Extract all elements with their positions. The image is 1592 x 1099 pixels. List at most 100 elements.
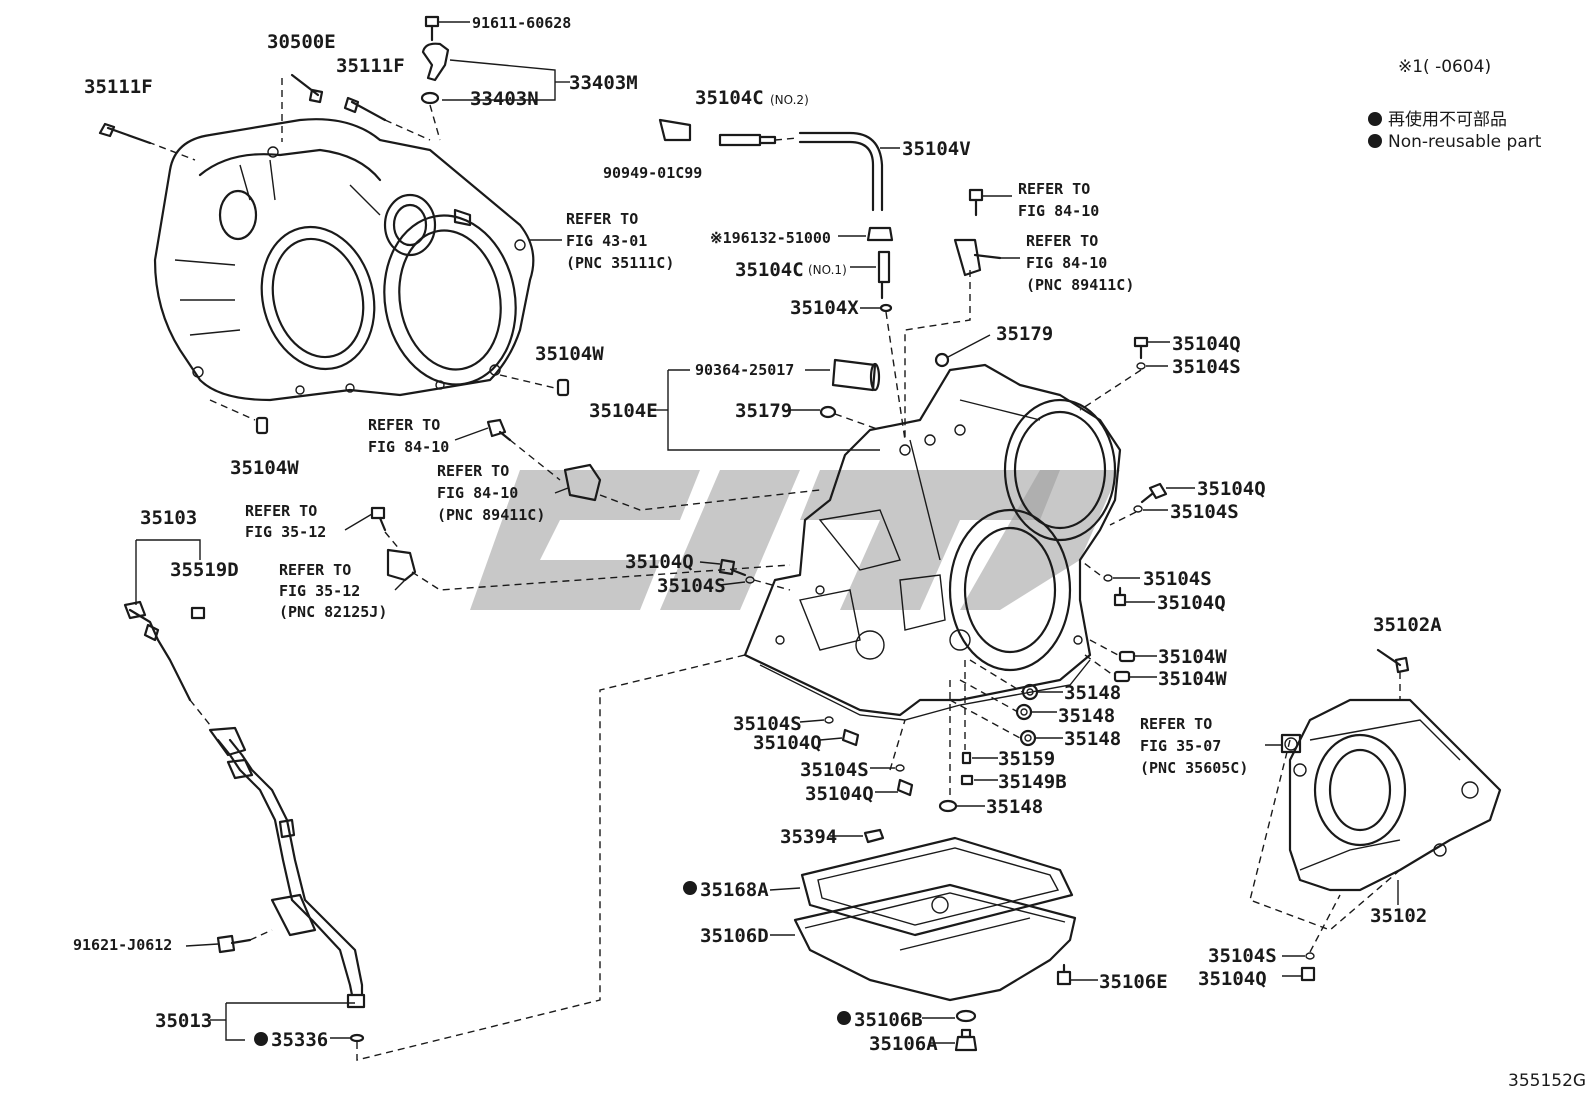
- label-35104S-g: 35104S: [1208, 945, 1277, 967]
- bolt-35102A: [1376, 648, 1410, 674]
- oring-33403N: [420, 91, 440, 105]
- label-35104Q-e: 35104Q: [753, 732, 822, 754]
- refer-35-12-b-line1: REFER TO: [279, 561, 351, 579]
- refer-35-07-line1: REFER TO: [1140, 715, 1212, 733]
- transaxle-housing: [153, 118, 535, 402]
- oring-35336: [349, 1033, 365, 1043]
- label-35394: 35394: [780, 826, 837, 848]
- label-35104S-b: 35104S: [1170, 501, 1239, 523]
- bracket-35102: [1288, 698, 1502, 892]
- legend-bullet-en: [1368, 134, 1382, 148]
- label-30500E: 30500E: [267, 31, 336, 53]
- note-top: ※1( -0604): [1398, 57, 1491, 77]
- label-33403M: 33403M: [569, 72, 638, 94]
- legend-bullet-ja: [1368, 112, 1382, 126]
- refer-35-12-b-line2: FIG 35-12: [279, 582, 360, 600]
- label-35111F-a: 35111F: [84, 76, 153, 98]
- non-reusable-marker-35106B: [837, 1011, 851, 1025]
- refer-84-10-d-line3: (PNC 89411C): [437, 506, 545, 524]
- label-90364-25017: 90364-25017: [695, 361, 794, 379]
- label-35102: 35102: [1370, 905, 1427, 927]
- label-35104S-e: 35104S: [733, 713, 802, 735]
- label-35104C-no1: 35104C: [735, 259, 804, 281]
- clamp-196132: [866, 226, 894, 242]
- label-35336: 35336: [271, 1029, 328, 1051]
- refer-84-10-b-line1: REFER TO: [1026, 232, 1098, 250]
- label-35106A: 35106A: [869, 1033, 938, 1055]
- refer-35-07-line2: FIG 35-07: [1140, 737, 1221, 755]
- oring-35104X: [879, 303, 893, 313]
- plug-35179-b: [819, 405, 837, 419]
- bolt-refer-84-10: [968, 188, 984, 217]
- bolt-35111F-a: [98, 122, 152, 145]
- label-no2: (NO.2): [770, 93, 809, 107]
- label-196132-51000: ※196132-51000: [710, 229, 831, 247]
- label-35104S-f: 35104S: [800, 759, 869, 781]
- bolt-35106E: [1056, 963, 1072, 986]
- label-35519D: 35519D: [170, 559, 239, 581]
- label-35104Q-b: 35104Q: [1197, 478, 1266, 500]
- drain-plug-35106A: [954, 1028, 978, 1052]
- refer-35-12-b-line3: (PNC 82125J): [279, 603, 387, 621]
- label-35111F-b: 35111F: [336, 55, 405, 77]
- bolt-30500E: [290, 73, 324, 104]
- label-35104Q-d: 35104Q: [1157, 592, 1226, 614]
- label-35106D: 35106D: [700, 925, 769, 947]
- sensor-89411C-a: [953, 238, 1002, 277]
- label-33403N: 33403N: [470, 88, 539, 110]
- label-35159: 35159: [998, 748, 1055, 770]
- refer-84-10-c-line2: FIG 84-10: [368, 438, 449, 456]
- label-35148-b: 35148: [1058, 705, 1115, 727]
- refer-84-10-d-line2: FIG 84-10: [437, 484, 518, 502]
- bolt-35104Q-b: [1140, 482, 1168, 504]
- bushing-90364: [831, 358, 881, 392]
- plug-35148-d: [938, 799, 958, 813]
- bolt-35104Q-a: [1133, 336, 1149, 360]
- clip-35519D: [190, 606, 206, 620]
- label-35149B: 35149B: [998, 771, 1067, 793]
- refer-35-12-a-line1: REFER TO: [245, 502, 317, 520]
- connector-35104C-no1: [877, 250, 891, 300]
- transaxle-case: [743, 363, 1122, 721]
- watermark-logo: [470, 470, 1120, 610]
- label-91611-60628: 91611-60628: [472, 14, 571, 32]
- gasket-35168A: [800, 836, 1074, 937]
- label-35104X: 35104X: [790, 297, 859, 319]
- refer-43-01-line1: REFER TO: [566, 210, 638, 228]
- label-35104W-b: 35104W: [230, 457, 299, 479]
- non-reusable-marker-35336: [254, 1032, 268, 1046]
- label-35104V: 35104V: [902, 138, 971, 160]
- label-35103: 35103: [140, 507, 197, 529]
- label-35179-a: 35179: [996, 323, 1053, 345]
- pin-35104W-right: [1113, 650, 1136, 683]
- plug-35159: [961, 751, 972, 765]
- bolt-35104Q-f: [896, 778, 914, 797]
- bolt-91621: [216, 934, 252, 954]
- non-reusable-marker-35168A: [683, 881, 697, 895]
- plug-35179-a: [934, 352, 950, 368]
- label-35104S-a: 35104S: [1172, 356, 1241, 378]
- label-35104W-d: 35104W: [1158, 668, 1227, 690]
- gasket-35106B: [955, 1009, 977, 1023]
- bolt-91611-60628: [424, 15, 440, 42]
- label-35104Q-c: 35104Q: [625, 551, 694, 573]
- dipstick-35103: [123, 600, 192, 702]
- bolt-35111F-b: [343, 96, 387, 122]
- refer-84-10-c-line1: REFER TO: [368, 416, 440, 434]
- label-35394: [863, 828, 885, 844]
- label-35168A: 35168A: [700, 879, 769, 901]
- label-35104Q-f: 35104Q: [805, 783, 874, 805]
- label-35148-d: 35148: [986, 796, 1043, 818]
- label-35106B: 35106B: [854, 1009, 923, 1031]
- refer-84-10-b-line3: (PNC 89411C): [1026, 276, 1134, 294]
- refer-84-10-a-line2: FIG 84-10: [1018, 202, 1099, 220]
- label-35013: 35013: [155, 1010, 212, 1032]
- bolt-35104Q-c: [1113, 586, 1127, 607]
- legend-ja: 再使用不可部品: [1388, 109, 1507, 130]
- hose-35104V: [798, 131, 884, 212]
- plug-35149B: [960, 774, 974, 786]
- connector-35104C-no2: [658, 118, 777, 147]
- sensor-82125J: [386, 548, 417, 582]
- label-35148-a: 35148: [1064, 682, 1121, 704]
